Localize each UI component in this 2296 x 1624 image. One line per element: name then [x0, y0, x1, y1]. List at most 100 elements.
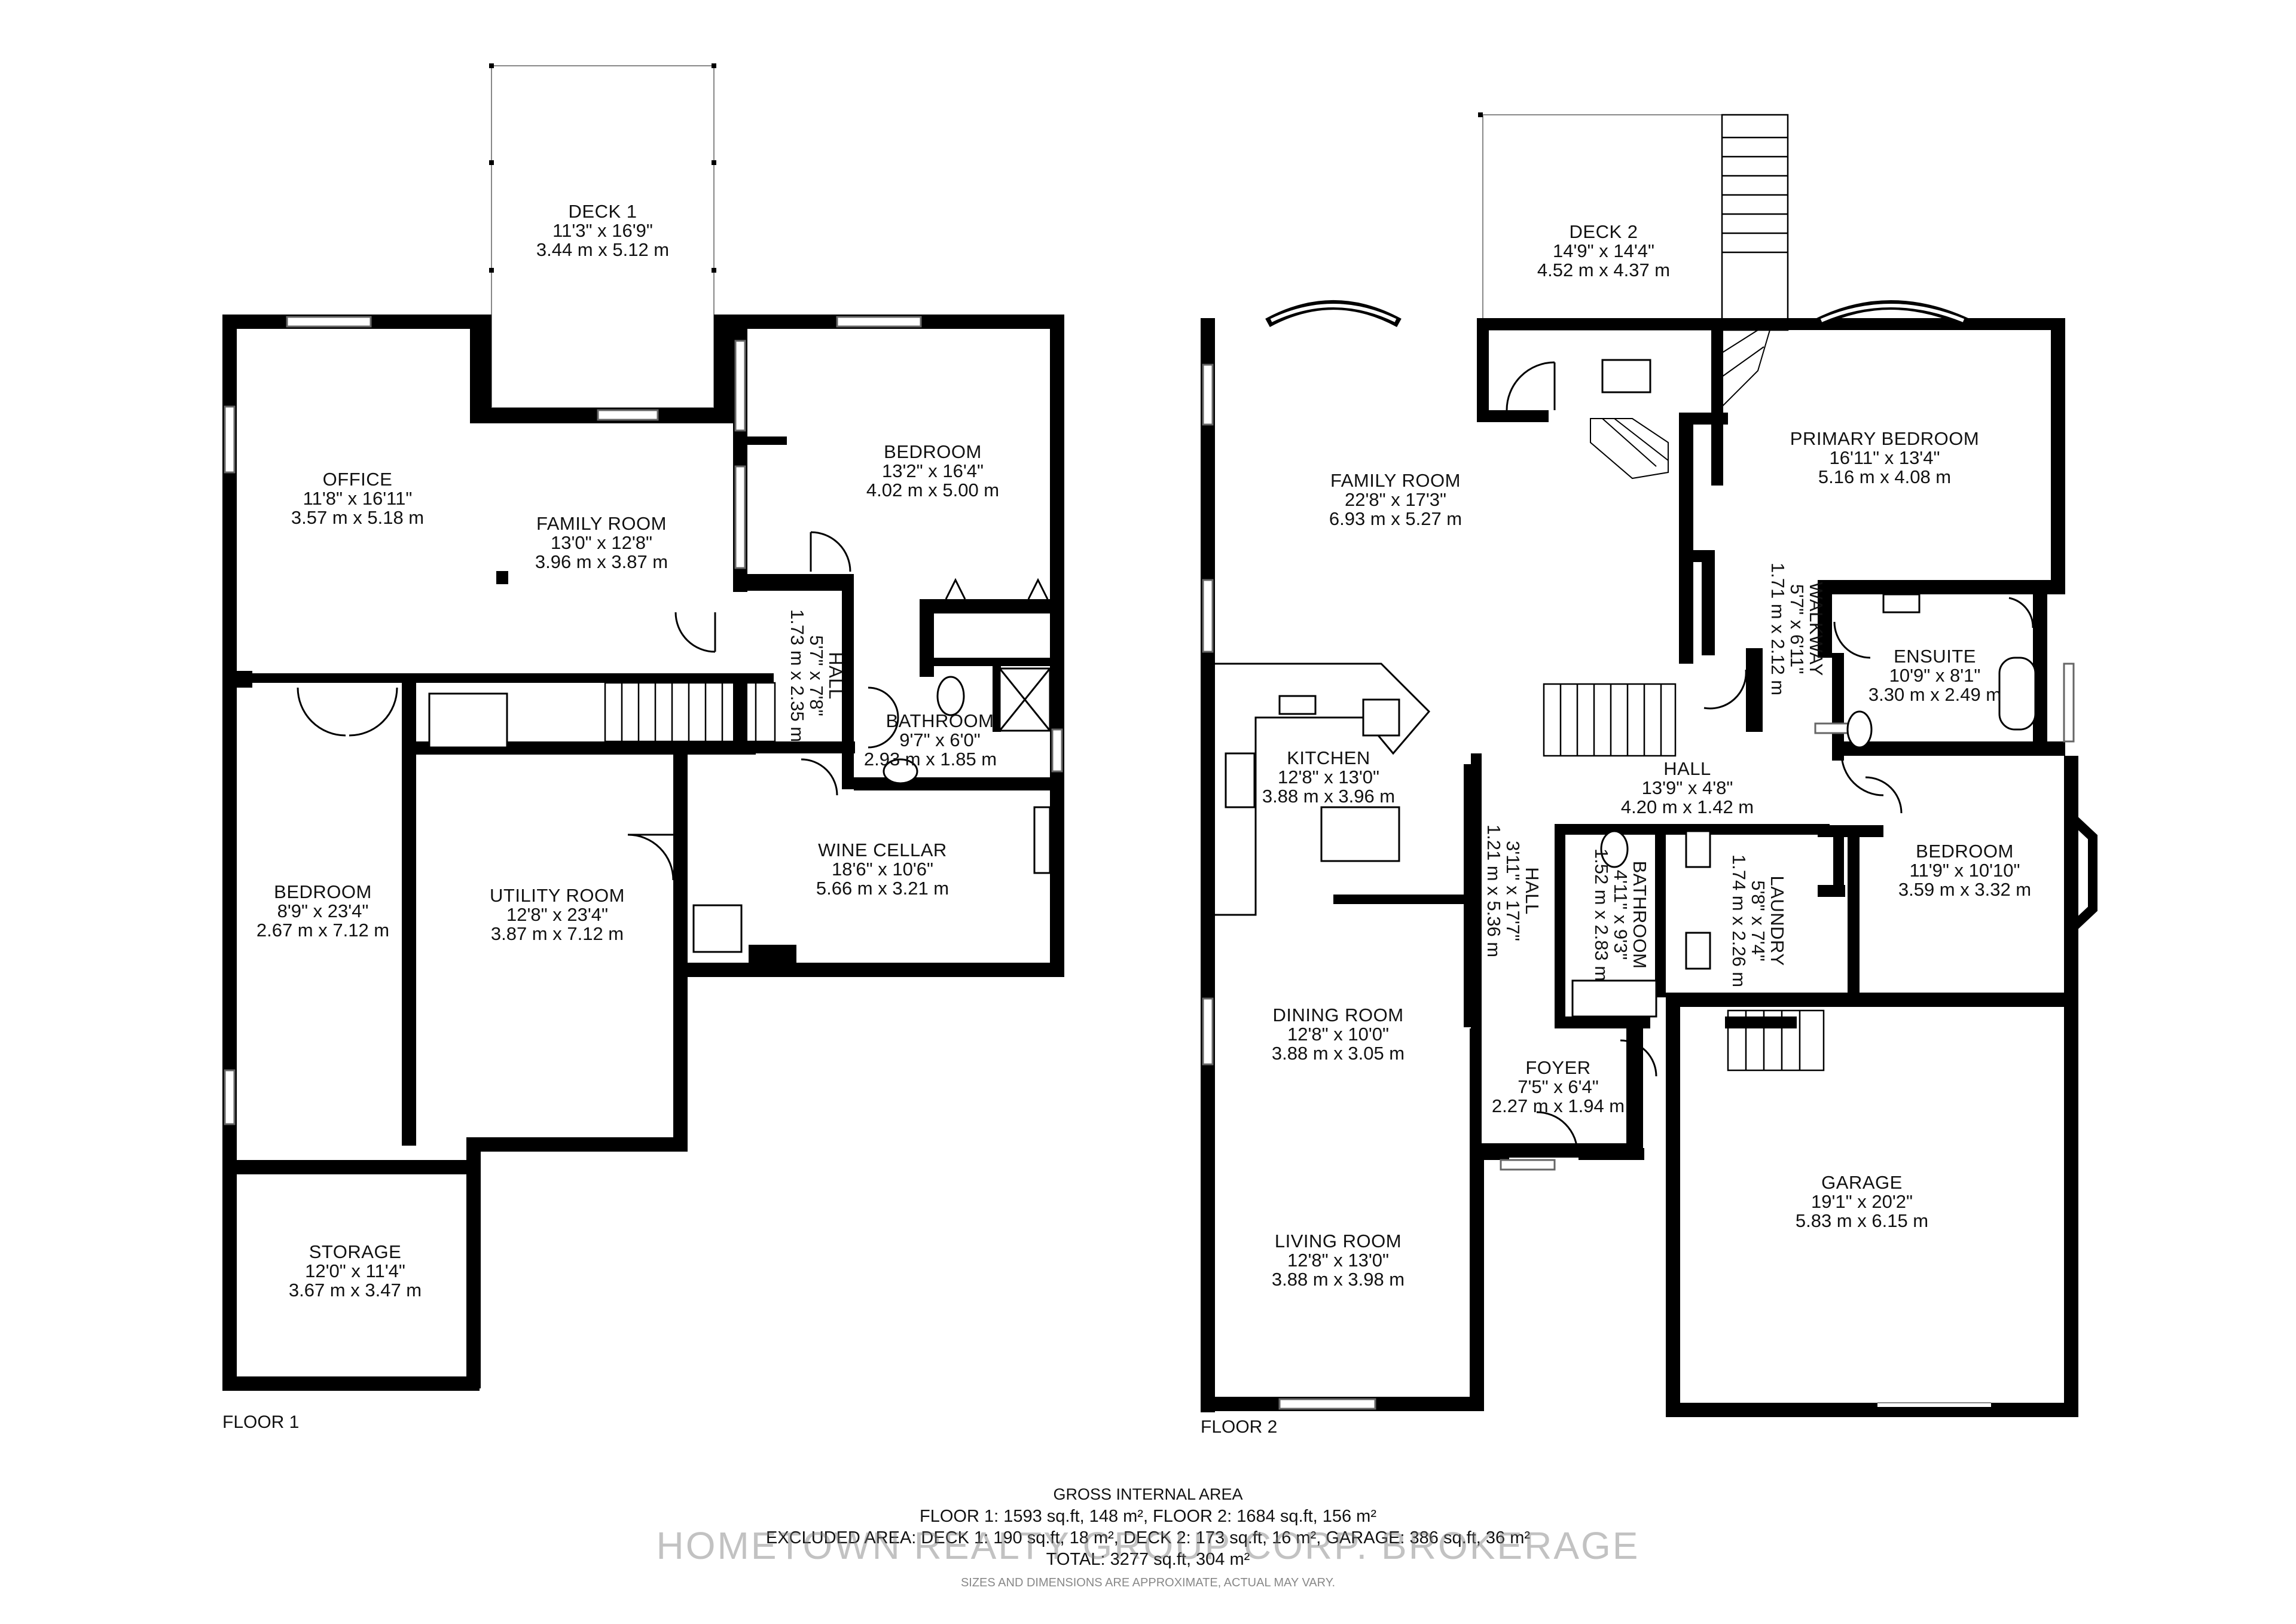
room-dimensions-imperial: 12'8" x 23'4": [506, 904, 608, 925]
room-dimensions-imperial: 10'9" x 8'1": [1889, 665, 1981, 686]
room-foyer: FOYER 7'5" x 6'4" 2.27 m x 1.94 m: [1492, 1057, 1625, 1116]
room-bedroom-f1-w: BEDROOM 8'9" x 23'4" 2.67 m x 7.12 m: [257, 881, 389, 941]
room-name: GARAGE: [1821, 1172, 1903, 1193]
room-bedroom-f2: BEDROOM 11'9" x 10'10" 3.59 m x 3.32 m: [1898, 841, 2031, 900]
room-storage: STORAGE 12'0" x 11'4" 3.67 m x 3.47 m: [289, 1241, 422, 1301]
room-name: LAUNDRY: [1767, 875, 1788, 966]
room-dimensions-imperial: 12'0" x 11'4": [305, 1260, 405, 1281]
room-name: HALL: [1663, 758, 1711, 779]
room-dimensions-imperial: 13'9" x 4'8": [1642, 777, 1733, 798]
room-dimensions-metric: 1.52 m x 2.83 m: [1591, 848, 1612, 981]
room-name: HALL: [825, 652, 846, 700]
room-name: STORAGE: [309, 1241, 402, 1262]
room-name: HALL: [1522, 867, 1543, 915]
room-utility: UTILITY ROOM 12'8" x 23'4" 3.87 m x 7.12…: [490, 885, 624, 944]
room-dimensions-imperial: 11'3" x 16'9": [552, 220, 653, 241]
room-name: WINE CELLAR: [818, 840, 947, 860]
room-ensuite: ENSUITE 10'9" x 8'1" 3.30 m x 2.49 m: [1868, 646, 2001, 705]
room-name: LIVING ROOM: [1275, 1231, 1402, 1251]
room-family-room-f2: FAMILY ROOM 22'8" x 17'3" 6.93 m x 5.27 …: [1329, 470, 1462, 529]
floor-1-stairs: [604, 682, 776, 743]
room-hall-f2-vertical: HALL 3'11" x 17'7" 1.21 m x 5.36 m: [1483, 825, 1543, 957]
room-dimensions-metric: 3.67 m x 3.47 m: [289, 1280, 422, 1301]
floor-2-fixtures: [1571, 593, 2037, 1018]
room-dimensions-metric: 4.20 m x 1.42 m: [1621, 796, 1754, 817]
area-floors-line: FLOOR 1: 1593 sq.ft, 148 m², FLOOR 2: 16…: [920, 1507, 1376, 1526]
room-name: BATHROOM: [886, 710, 994, 731]
room-primary-bedroom: PRIMARY BEDROOM 16'11" x 13'4" 5.16 m x …: [1790, 428, 1979, 487]
floor-2-stairs: [1543, 329, 1771, 757]
room-dimensions-imperial: 5'8" x 7'4": [1748, 880, 1769, 961]
room-name: BEDROOM: [274, 881, 372, 902]
room-dimensions-metric: 2.67 m x 7.12 m: [257, 920, 389, 941]
area-excluded-line: EXCLUDED AREA: DECK 1: 190 sq.ft, 18 m²,…: [765, 1528, 1531, 1547]
room-dimensions-imperial: 22'8" x 17'3": [1345, 489, 1446, 510]
room-dimensions-metric: 3.88 m x 3.98 m: [1272, 1269, 1405, 1290]
floor-2-windows: [1202, 300, 2097, 1410]
room-garage: GARAGE 19'1" x 20'2" 5.83 m x 6.15 m: [1796, 1172, 1928, 1231]
room-dimensions-imperial: 18'6" x 10'6": [832, 859, 933, 880]
room-dimensions-metric: 5.66 m x 3.21 m: [816, 878, 949, 899]
room-dimensions-metric: 6.93 m x 5.27 m: [1329, 508, 1462, 529]
room-dimensions-metric: 5.16 m x 4.08 m: [1818, 466, 1951, 487]
room-name: FAMILY ROOM: [1330, 470, 1461, 491]
room-deck-1: DECK 1 11'3" x 16'9" 3.44 m x 5.12 m: [536, 201, 669, 260]
room-dimensions-metric: 4.52 m x 4.37 m: [1537, 260, 1670, 280]
room-dimensions-imperial: 5'7" x 6'11": [1787, 584, 1808, 674]
room-office: OFFICE 11'8" x 16'11" 3.57 m x 5.18 m: [291, 469, 424, 528]
room-bedroom-f1-ne: BEDROOM 13'2" x 16'4" 4.02 m x 5.00 m: [866, 441, 999, 500]
room-dimensions-metric: 1.74 m x 2.26 m: [1729, 854, 1750, 987]
room-dimensions-imperial: 13'0" x 12'8": [551, 532, 652, 553]
room-dimensions-imperial: 19'1" x 20'2": [1811, 1191, 1913, 1212]
disclaimer-note: SIZES AND DIMENSIONS ARE APPROXIMATE, AC…: [960, 1576, 1336, 1589]
room-name: PRIMARY BEDROOM: [1790, 428, 1979, 449]
deck-2-outline: [1478, 112, 1789, 393]
room-dimensions-metric: 5.83 m x 6.15 m: [1796, 1210, 1928, 1231]
room-dimensions-metric: 3.96 m x 3.87 m: [535, 551, 668, 572]
room-dimensions-imperial: 8'9" x 23'4": [277, 900, 369, 921]
room-wine-cellar: WINE CELLAR 18'6" x 10'6" 5.66 m x 3.21 …: [816, 840, 949, 899]
floor-1-label: FLOOR 1: [222, 1412, 299, 1432]
room-dimensions-metric: 1.71 m x 2.12 m: [1767, 563, 1788, 695]
room-name: WALKWAY: [1806, 582, 1827, 676]
floor-1-doors: [297, 531, 899, 881]
floor-2-doors: [1506, 361, 2034, 1407]
room-dimensions-imperial: 7'5" x 6'4": [1518, 1076, 1599, 1097]
room-dimensions-metric: 3.88 m x 3.05 m: [1272, 1043, 1405, 1064]
room-name: ENSUITE: [1894, 646, 1976, 667]
room-hall-f2-horizontal: HALL 13'9" x 4'8" 4.20 m x 1.42 m: [1621, 758, 1754, 817]
kitchen-counters: [1215, 663, 1431, 916]
floor-2-plan: DECK 2 14'9" x 14'4" 4.52 m x 4.37 m FAM…: [1201, 112, 2097, 1437]
room-kitchen: KITCHEN 12'8" x 13'0" 3.88 m x 3.96 m: [1262, 747, 1395, 807]
room-name: FAMILY ROOM: [536, 513, 667, 534]
room-living: LIVING ROOM 12'8" x 13'0" 3.88 m x 3.98 …: [1272, 1231, 1405, 1290]
room-dimensions-metric: 2.93 m x 1.85 m: [864, 749, 997, 770]
room-name: BEDROOM: [1916, 841, 2014, 862]
room-dimensions-metric: 3.57 m x 5.18 m: [291, 507, 424, 528]
room-dimensions-metric: 3.87 m x 7.12 m: [491, 923, 624, 944]
room-name: BEDROOM: [884, 441, 982, 462]
room-name: BATHROOM: [1629, 861, 1650, 969]
room-dimensions-imperial: 9'7" x 6'0": [899, 729, 981, 750]
floor-1-windows: [224, 316, 1063, 1125]
room-dimensions-imperial: 13'2" x 16'4": [882, 460, 984, 481]
room-name: OFFICE: [323, 469, 393, 490]
room-name: KITCHEN: [1287, 747, 1370, 768]
room-bathroom-f1: BATHROOM 9'7" x 6'0" 2.93 m x 1.85 m: [864, 710, 997, 770]
area-heading: GROSS INTERNAL AREA: [1053, 1485, 1243, 1503]
room-dimensions-metric: 3.44 m x 5.12 m: [536, 239, 669, 260]
room-dimensions-imperial: 11'8" x 16'11": [303, 488, 413, 509]
room-dimensions-imperial: 5'7" x 7'8": [806, 635, 827, 716]
brokerage-watermark: HOMETOWN REALTY GROUP CORP. BROKERAGE: [656, 1524, 1640, 1567]
room-dimensions-metric: 3.30 m x 2.49 m: [1868, 684, 2001, 705]
floor-1-fixtures: [428, 571, 1051, 953]
room-laundry: LAUNDRY 5'8" x 7'4" 1.74 m x 2.26 m: [1729, 854, 1788, 987]
room-bathroom-f2: BATHROOM 4'11" x 9'3" 1.52 m x 2.83 m: [1591, 848, 1650, 981]
room-dimensions-metric: 2.27 m x 1.94 m: [1492, 1095, 1625, 1116]
room-dimensions-imperial: 16'11" x 13'4": [1830, 447, 1940, 468]
floor-2-walls: [1201, 318, 2078, 1417]
room-dimensions-imperial: 12'8" x 13'0": [1287, 1250, 1389, 1271]
room-name: DINING ROOM: [1272, 1005, 1403, 1025]
room-name: FOYER: [1525, 1057, 1590, 1078]
room-hall-f1: HALL 5'7" x 7'8" 1.73 m x 2.35 m: [787, 609, 846, 742]
